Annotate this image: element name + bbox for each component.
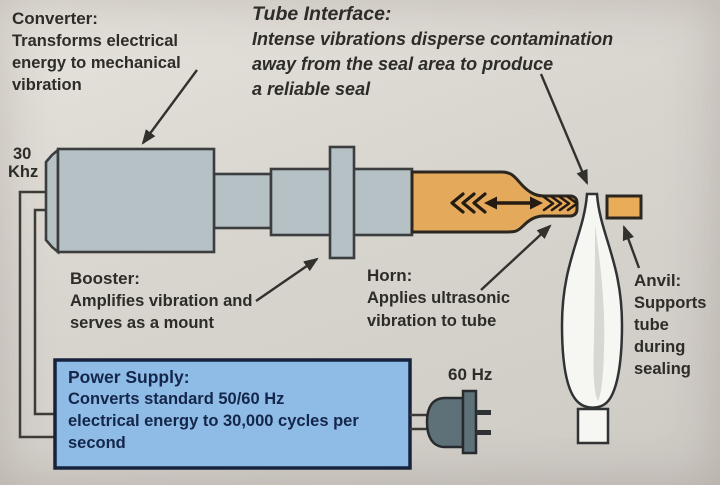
anvil-pointer-arrow xyxy=(622,224,641,269)
horn-heading: Horn: xyxy=(367,266,413,285)
plug-flange xyxy=(461,389,478,455)
tube-interface-heading: Tube Interface: xyxy=(252,3,392,25)
anvil-label: Anvil: Supports tube during sealing xyxy=(634,270,706,380)
converter-line-2: energy to mechanical xyxy=(12,54,181,72)
converter-body xyxy=(56,147,216,254)
converter-pointer-arrow xyxy=(141,69,198,145)
horn-line-1: Applies ultrasonic xyxy=(367,289,511,307)
booster-mount-flange xyxy=(328,145,356,260)
vibration-arrowhead-right xyxy=(530,196,543,210)
plug-body xyxy=(425,396,465,449)
tube-interface-line-1: Intense vibrations disperse contaminatio… xyxy=(252,29,614,49)
power-supply-line-3: second xyxy=(68,434,126,452)
horn-label: Horn: Applies ultrasonic vibration to tu… xyxy=(367,264,510,333)
converter-frequency-callout: 30 Khz xyxy=(8,145,39,181)
converter-heading: Converter: xyxy=(12,9,98,28)
tube-shading xyxy=(593,225,605,401)
converter-label: Converter: Transforms electrical energy … xyxy=(12,8,181,96)
anvil-line-3: during xyxy=(634,338,686,356)
converter-frequency-unit: Khz xyxy=(8,162,39,181)
horn-pointer-arrow xyxy=(480,224,552,291)
tube-interface-pointer-arrow xyxy=(539,73,589,185)
tube xyxy=(560,192,624,409)
booster-line-2: serves as a mount xyxy=(70,314,214,332)
anvil-line-4: sealing xyxy=(634,360,691,378)
tube-interface-label: Tube Interface: Intense vibrations dispe… xyxy=(252,2,613,102)
converter-frequency-value: 30 xyxy=(13,145,32,163)
power-supply-line-1: Converts standard 50/60 Hz xyxy=(68,390,285,408)
plug-cord xyxy=(410,413,428,431)
wire-outer xyxy=(18,190,56,439)
anvil-block xyxy=(605,194,643,220)
tube-interface-line-3: a reliable seal xyxy=(252,79,371,99)
vibration-chevrons-left xyxy=(450,192,487,214)
booster-heading: Booster: xyxy=(70,269,140,288)
booster-shaft xyxy=(212,172,273,230)
converter-line-1: Transforms electrical xyxy=(12,32,178,50)
booster-pointer-arrow xyxy=(255,257,319,302)
vibration-arrowhead-left xyxy=(484,196,497,210)
wire-inner xyxy=(33,208,56,416)
anvil-line-1: Supports xyxy=(634,294,707,312)
vibration-chevrons-right xyxy=(542,195,579,212)
power-supply-label: Power Supply: Converts standard 50/60 Hz… xyxy=(68,366,359,454)
horn-line-2: vibration to tube xyxy=(367,312,497,330)
converter-end-cap xyxy=(44,147,60,255)
power-supply-line-2: electrical energy to 30,000 cycles per xyxy=(68,412,359,430)
power-supply-box xyxy=(53,358,412,470)
booster-label: Booster: Amplifies vibration and serves … xyxy=(70,268,252,334)
anvil-line-2: tube xyxy=(634,316,669,334)
plug-prong-top xyxy=(476,410,491,415)
mains-frequency-callout: 60 Hz xyxy=(448,365,493,384)
plug-prong-bottom xyxy=(476,430,491,435)
booster-line-1: Amplifies vibration and xyxy=(70,292,253,310)
tube-interface-line-2: away from the seal area to produce xyxy=(252,54,554,74)
power-supply-heading: Power Supply: xyxy=(68,367,190,387)
tube-cap xyxy=(576,407,610,445)
converter-line-3: vibration xyxy=(12,76,82,94)
anvil-heading: Anvil: xyxy=(634,271,682,290)
